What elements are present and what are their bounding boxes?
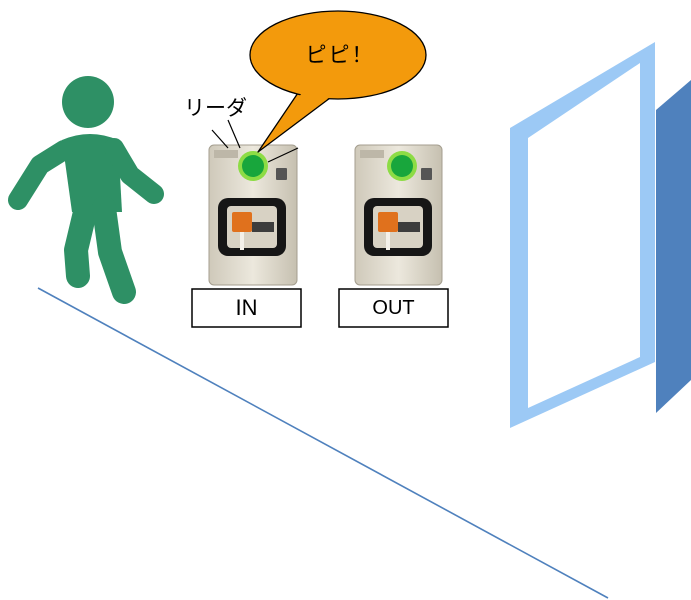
reader-out-label: OUT [372, 297, 415, 319]
door [510, 42, 691, 428]
reader-out [354, 144, 443, 286]
floor-line [37, 287, 609, 599]
reader-label-leaders [211, 119, 299, 163]
callout-text: ピピ！ [305, 43, 375, 67]
led-indicator [242, 155, 264, 177]
door-panel [656, 80, 691, 413]
led-indicator [391, 155, 413, 177]
door-frame [510, 42, 655, 428]
walking-person-icon [8, 76, 164, 304]
speech-callout [249, 10, 427, 153]
reader-in-label: IN [235, 295, 258, 320]
label-box-in [191, 288, 302, 328]
reader-label: リーダ [184, 96, 247, 120]
label-box-out [338, 288, 449, 328]
reader-in [208, 144, 298, 286]
